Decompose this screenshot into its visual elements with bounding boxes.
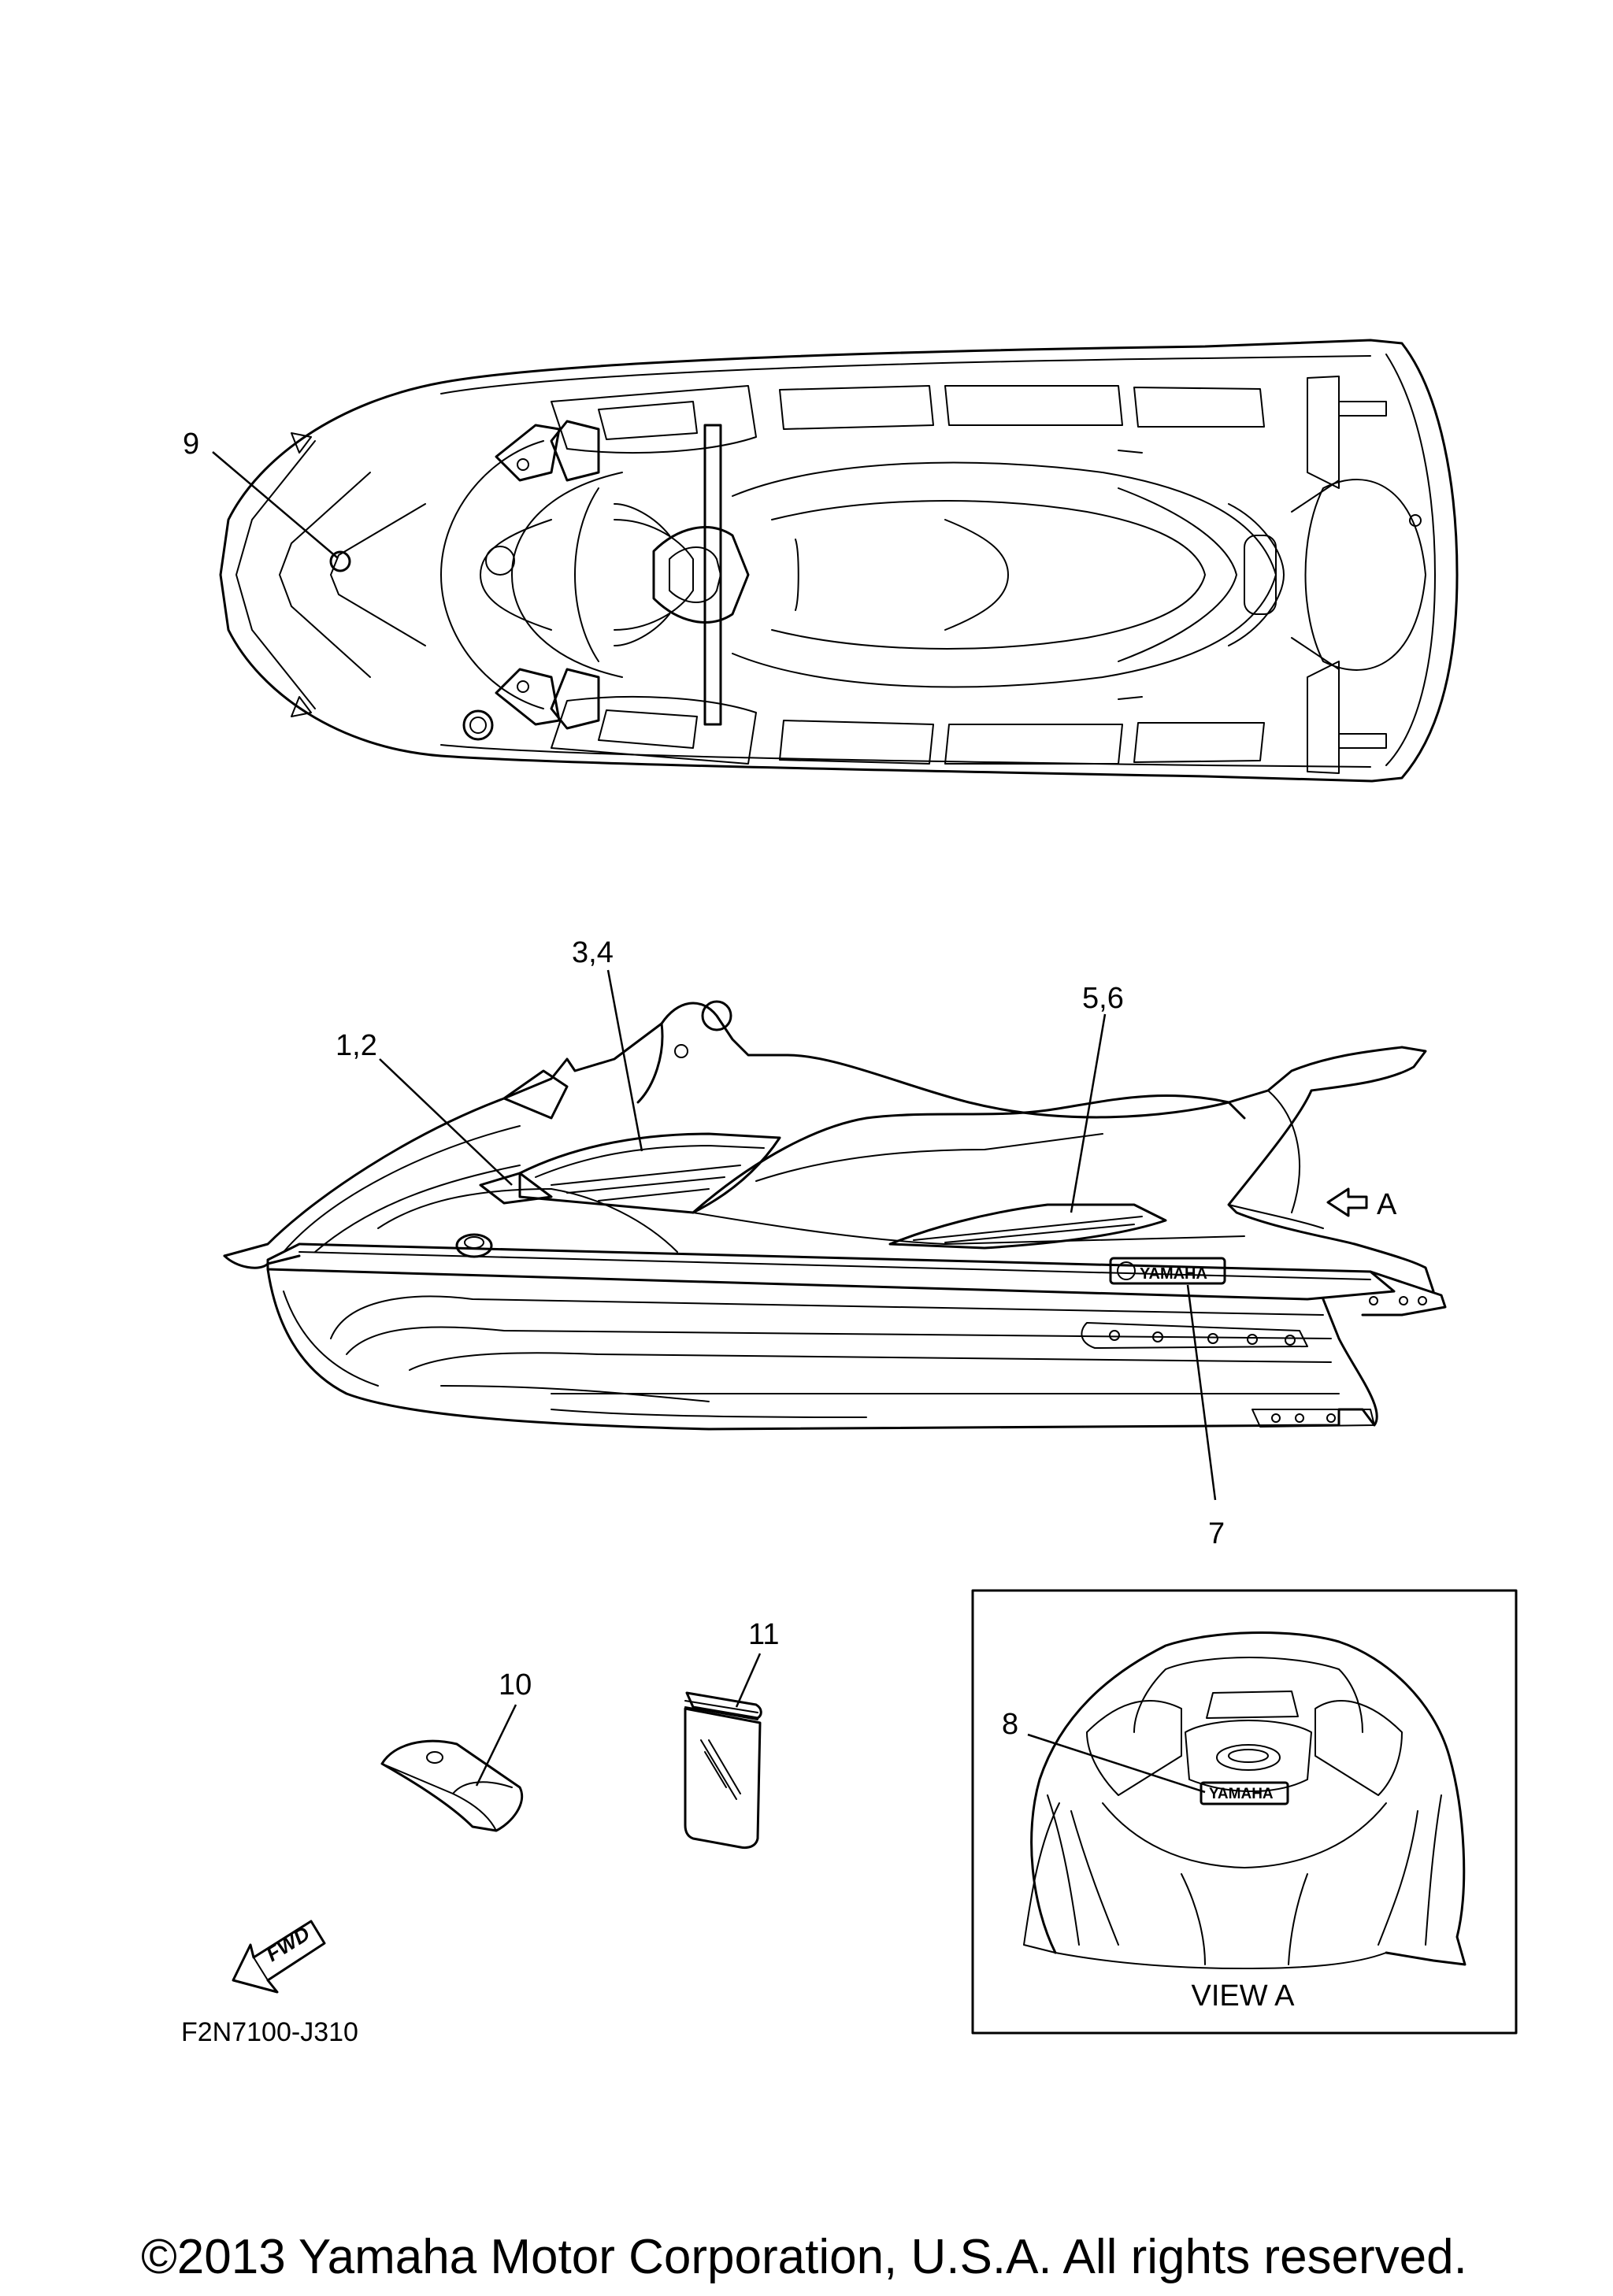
fwd-label: FWD bbox=[261, 1921, 313, 1966]
callout-8: 8 bbox=[1002, 1708, 1018, 1741]
leader-1-2 bbox=[379, 1058, 513, 1186]
leader-8 bbox=[1027, 1733, 1206, 1794]
side-view-drawing bbox=[223, 1000, 1447, 1431]
yamaha-side-decal bbox=[1109, 1257, 1226, 1285]
leader-7 bbox=[1186, 1284, 1217, 1501]
callout-11: 11 bbox=[748, 1618, 779, 1651]
callout-9: 9 bbox=[183, 428, 199, 461]
callout-1-2: 1,2 bbox=[336, 1029, 377, 1062]
part-11-drawing bbox=[684, 1691, 762, 1850]
leader-11 bbox=[735, 1653, 762, 1708]
leader-9 bbox=[212, 451, 338, 558]
yamaha-side-decal-label: YAMAHA bbox=[1140, 1265, 1207, 1283]
part-10-drawing bbox=[380, 1739, 524, 1832]
drawing-code: F2N7100-J310 bbox=[181, 2017, 358, 2047]
view-a-label: VIEW A bbox=[1192, 1979, 1296, 2013]
view-a-arrow-icon bbox=[1326, 1187, 1368, 1217]
yamaha-rear-decal bbox=[1200, 1781, 1289, 1805]
view-a-arrow-label: A bbox=[1377, 1188, 1397, 1221]
top-view-drawing bbox=[219, 339, 1459, 783]
leader-5-6 bbox=[1070, 1013, 1107, 1213]
callout-5-6: 5,6 bbox=[1082, 982, 1124, 1015]
yamaha-rear-decal-label: YAMAHA bbox=[1209, 1786, 1274, 1802]
leader-10 bbox=[475, 1704, 517, 1787]
callout-7: 7 bbox=[1208, 1517, 1225, 1550]
copyright-notice: ©2013 Yamaha Motor Corporation, U.S.A. A… bbox=[141, 2230, 1467, 2284]
fwd-arrow-icon bbox=[232, 1920, 326, 1994]
callout-10: 10 bbox=[499, 1668, 532, 1702]
callout-3-4: 3,4 bbox=[572, 936, 614, 969]
view-a-frame bbox=[971, 1589, 1518, 2035]
view-a-drawing bbox=[1023, 1631, 1467, 1969]
leader-3-4 bbox=[606, 969, 643, 1152]
